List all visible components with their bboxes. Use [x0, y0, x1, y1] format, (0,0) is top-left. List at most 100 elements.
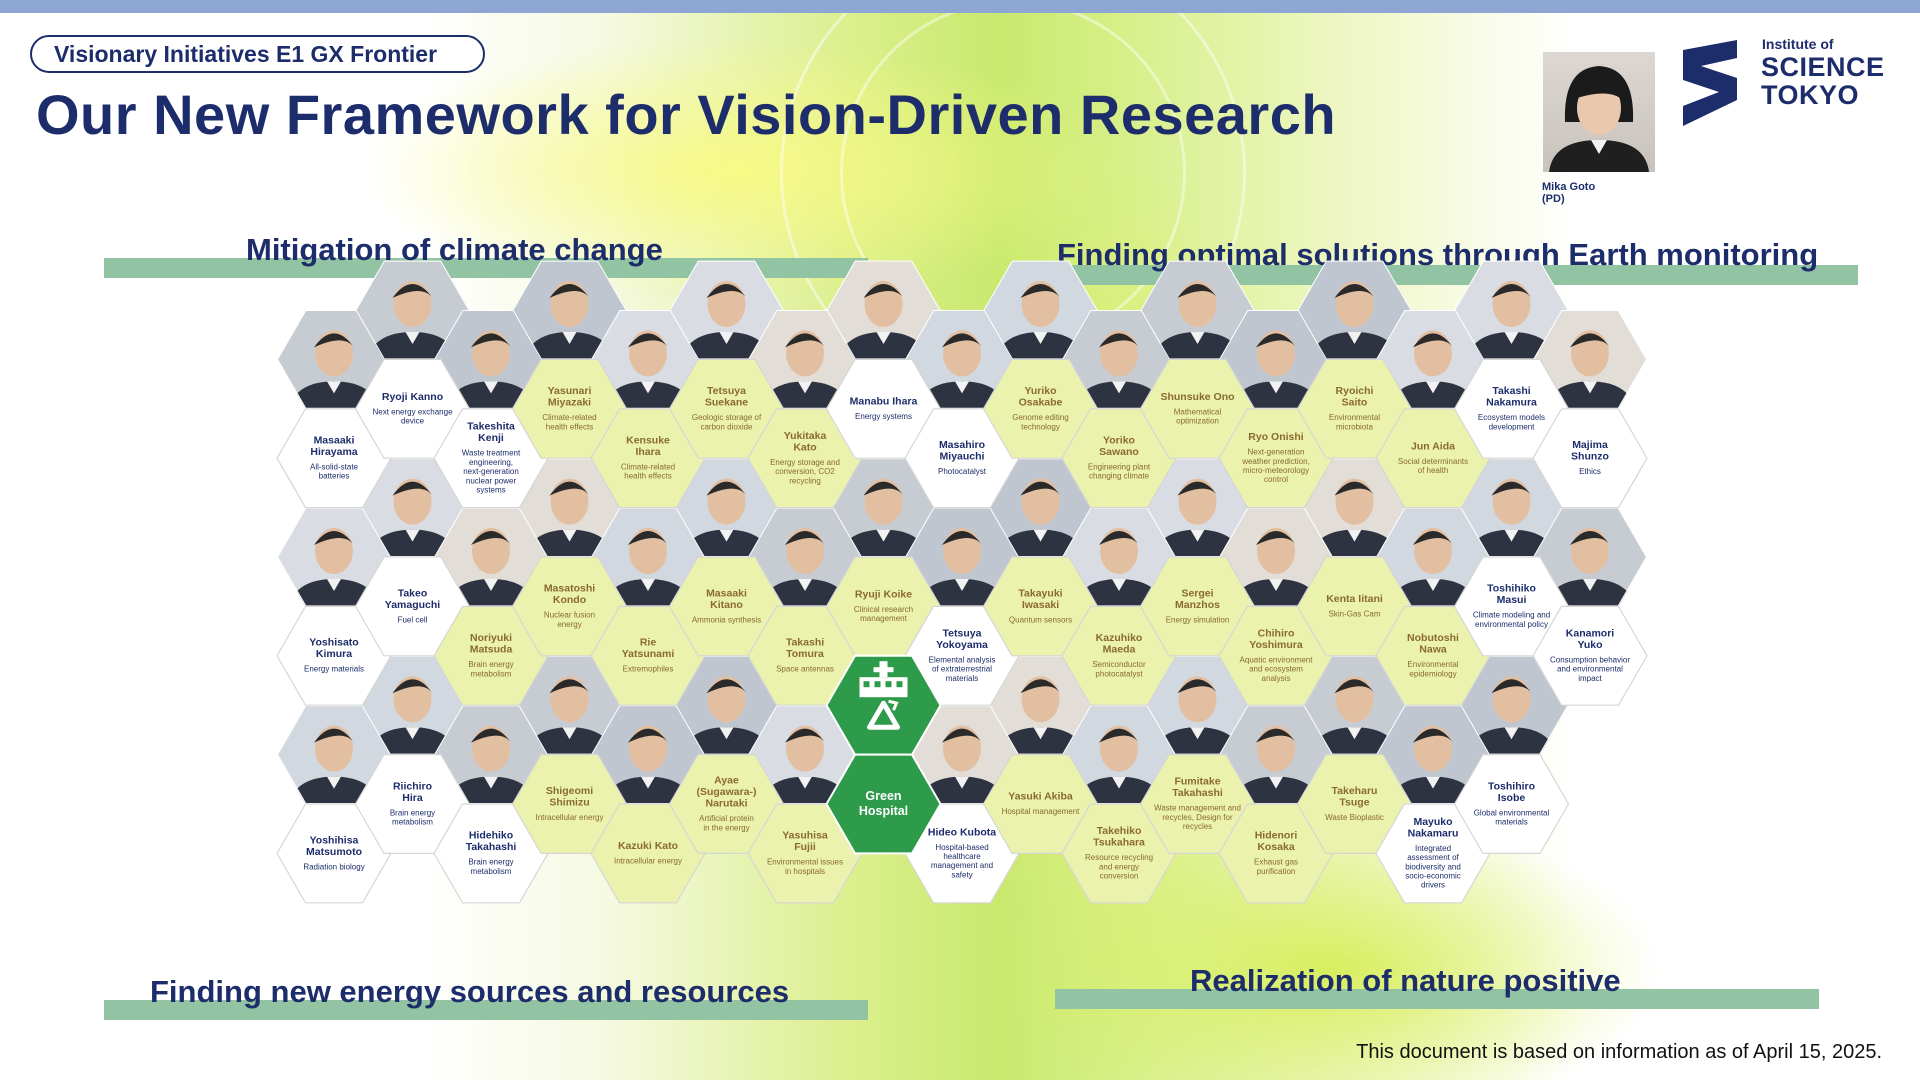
researcher-photo: [905, 507, 1019, 607]
researcher-photo: [591, 310, 705, 409]
researcher-topic: Exhaust gas: [1254, 858, 1298, 867]
researcher-photo: [1062, 310, 1176, 409]
researcher-topic: Artificial protein: [699, 814, 754, 823]
researcher-photo: [1454, 458, 1569, 557]
quadrant-title-bottom-right: Realization of nature positive: [1190, 963, 1621, 998]
researcher-photo: [905, 310, 1019, 409]
recycle-icon: [867, 699, 900, 730]
researcher-name: Suekane: [705, 397, 748, 409]
researcher-topic: drivers: [1421, 881, 1445, 890]
researcher-topic: Consumption behavior: [1550, 656, 1630, 665]
researcher-name: Nakamura: [1486, 397, 1537, 409]
researcher-topic: Mathematical: [1174, 407, 1222, 416]
researcher-topic: of extraterrestrial: [932, 665, 992, 674]
researcher-topic: Genome editing: [1012, 413, 1068, 422]
researcher-topic: in the energy: [703, 823, 749, 832]
researcher-name: Rie: [640, 637, 657, 649]
researcher-topic: metabolism: [392, 818, 433, 827]
researcher-name: Mayuko: [1413, 816, 1452, 828]
researcher-name: Shimizu: [549, 796, 589, 808]
researcher-topic: Radiation biology: [303, 862, 364, 871]
researcher-name: Kenji: [478, 432, 504, 444]
researcher-photo: [277, 705, 391, 804]
page-title: Our New Framework for Vision-Driven Rese…: [36, 83, 1337, 146]
researcher-topic: materials: [946, 674, 978, 683]
researcher-name: Osakabe: [1019, 397, 1063, 409]
researcher-topic: Ammonia synthesis: [692, 615, 761, 624]
researcher-photo: [669, 655, 784, 755]
researcher-name: Yasuhisa: [782, 830, 828, 842]
researcher-photo: [748, 705, 862, 804]
researcher-topic: environmental policy: [1475, 620, 1548, 629]
researcher-topic: Waste management and: [1154, 804, 1241, 813]
researcher-topic: biodiversity and: [1405, 862, 1461, 871]
researcher-topic: systems: [476, 486, 505, 495]
researcher-photo: [1533, 507, 1647, 607]
researcher-photo: [591, 507, 705, 607]
researcher-topic: microbiota: [1336, 422, 1373, 431]
researcher-topic: of health: [1418, 466, 1449, 475]
researcher-photo: [1376, 705, 1490, 804]
researcher-name: Toshihiko: [1487, 583, 1536, 595]
researcher-topic: in hospitals: [785, 867, 825, 876]
researcher-photo: [1062, 507, 1176, 607]
researcher-name: Shunsuke Ono: [1160, 391, 1234, 403]
quadrant-bar-top-right: [1052, 265, 1858, 285]
researcher-name: Kazuhiko: [1096, 632, 1143, 644]
researcher-name: Miyazaki: [548, 397, 591, 409]
researcher-name: Isobe: [1498, 792, 1526, 804]
researcher-topic: Climate modeling and: [1473, 611, 1550, 620]
researcher-name: Ihara: [635, 446, 660, 458]
researcher-photo: [434, 705, 548, 804]
quadrant-bar-top-left: [104, 258, 868, 278]
researcher-topic: Brain energy: [468, 660, 513, 669]
researcher-photo: [434, 507, 548, 607]
researcher-topic: recycling: [789, 476, 821, 485]
researcher-name: Kosaka: [1257, 841, 1295, 853]
researcher-name: Kondo: [553, 594, 586, 606]
researcher-topic: photocatalyst: [1095, 669, 1143, 678]
researcher-topic: impact: [1578, 674, 1602, 683]
researcher-name: Takeshita: [467, 421, 515, 433]
researcher-topic: Environmental: [1329, 413, 1380, 422]
researcher-name: Yasuki Akiba: [1008, 791, 1073, 803]
researcher-photo: [1219, 310, 1333, 409]
researcher-photo: [669, 260, 784, 360]
researcher-photo: [826, 260, 941, 360]
researcher-topic: next-generation: [463, 467, 519, 476]
researcher-name: Yatsunami: [622, 648, 675, 660]
researcher-name: Tetsuya: [943, 628, 982, 640]
green-hospital-label: Hospital: [859, 804, 908, 818]
researcher-topic: energy: [557, 620, 581, 629]
researcher-name: Takahashi: [1172, 787, 1223, 799]
researcher-topic: analysis: [1262, 674, 1291, 683]
researcher-topic: weather prediction,: [1241, 457, 1310, 466]
researcher-photo: [1376, 310, 1490, 409]
researcher-name: Yuko: [1577, 639, 1602, 651]
hex-cell: [1532, 408, 1648, 509]
researcher-name: Shigeomi: [546, 785, 593, 797]
researcher-topic: Geologic storage of: [692, 413, 762, 422]
researcher-topic: Clinical research: [854, 605, 913, 614]
researcher-name: Hidehiko: [469, 830, 513, 842]
researcher-photo: [1297, 260, 1412, 360]
researcher-topic: engineering,: [469, 458, 513, 467]
researcher-name: Masahiro: [939, 439, 985, 451]
researcher-topic: Intracellular energy: [535, 813, 603, 822]
researcher-topic: Engineering plant: [1088, 463, 1151, 472]
researcher-topic: management and: [931, 861, 993, 870]
researcher-photo: [905, 705, 1019, 804]
